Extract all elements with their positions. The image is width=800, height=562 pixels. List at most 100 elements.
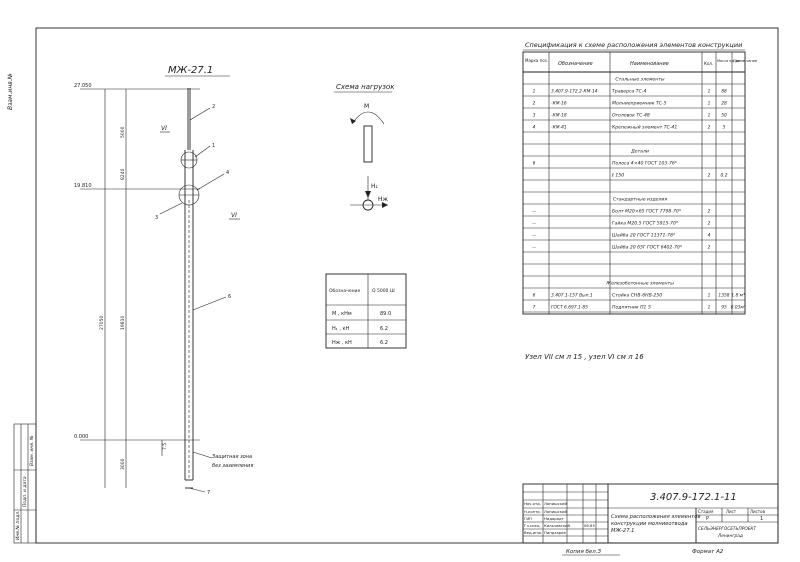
svg-text:3000: 3000 — [120, 458, 126, 470]
sheet-frame — [35, 27, 779, 544]
spec-cell-pos: — — [532, 246, 537, 251]
side-label: Взам.инв.№ — [7, 73, 14, 110]
svg-text:1: 1 — [212, 143, 215, 149]
svg-text:Hж , кН: Hж , кН — [332, 340, 352, 346]
spec-cell-name: Гайка М20.5 ГОСТ 5915-70* — [612, 221, 679, 227]
svg-text:Р: Р — [706, 516, 709, 522]
svg-text:1: 1 — [760, 516, 763, 522]
node-mark-top: VI — [161, 125, 167, 132]
svg-text:Hж: Hж — [378, 196, 389, 203]
spec-cell-name: Полоса 4×40 ГОСТ 103-76* — [612, 161, 678, 167]
spec-cell-name: ℓ 150 — [611, 173, 624, 179]
load-table: Обозначение Q 5000 Ш M , кНм 89.0 H₁ , к… — [325, 273, 407, 349]
svg-text:6: 6 — [228, 294, 231, 300]
title-block: 3.407.9-172.1-11 Схема расположения элем… — [522, 483, 779, 544]
svg-text:Приме-чание: Приме-чание — [733, 59, 757, 63]
spec-cell-pos: — — [532, 222, 537, 227]
spec-cell-code: 3.407.1-157 Вып.1 — [551, 293, 593, 299]
svg-text:Гл.спец.: Гл.спец. — [524, 523, 541, 528]
svg-text:Q 5000 Ш: Q 5000 Ш — [372, 288, 395, 294]
zone-note-1: Защитная зона — [212, 454, 252, 460]
svg-text:Нач.отд.: Нач.отд. — [524, 501, 541, 506]
spec-cell-name: Подпятник П1 5 — [612, 305, 651, 311]
load-scheme: Схема нагрузок M H₁ Hж — [334, 83, 395, 211]
svg-text:M: M — [364, 103, 369, 110]
svg-text:Обозначение: Обозначение — [558, 61, 593, 67]
bottom-format: Формат А2 — [692, 549, 724, 555]
spec-cell-name: Стойка СНВ-6НВ-250 — [612, 293, 662, 299]
svg-text:Подп. и дата: Подп. и дата — [22, 476, 28, 507]
spec-cell-qty: 1 — [708, 305, 711, 311]
level-top: 27.050 — [74, 83, 92, 89]
svg-text:Стадия: Стадия — [698, 509, 714, 514]
svg-text:Листов: Листов — [750, 509, 766, 514]
spec-cell-pos: — — [532, 210, 537, 215]
spec-cell-name: Стальные элементы — [615, 77, 665, 83]
spec-cell-name: Оголовок ТС-48 — [612, 113, 650, 119]
svg-text:2: 2 — [212, 104, 215, 110]
node-note: Узел VII см л 15 , узел VI см л 16 — [525, 353, 644, 361]
spec-cell-name: Траверса ТС-4 — [612, 89, 646, 95]
svg-text:Наименование: Наименование — [630, 61, 669, 67]
spec-cell-qty: 2 — [708, 173, 711, 179]
spec-cell-qty: 2 — [708, 221, 711, 227]
spec-cell-qty: 1 — [708, 113, 711, 119]
spec-cell-pos: — — [532, 234, 537, 239]
svg-text:19810: 19810 — [120, 316, 126, 330]
svg-text:4: 4 — [226, 170, 229, 176]
spec-cell-pos: 4 — [533, 125, 536, 131]
spec-cell-qty: 4 — [708, 233, 711, 239]
spec-cell-note: 1.8 м³ — [731, 293, 745, 299]
spec-cell-mass: 0.2 — [721, 173, 728, 179]
spec-cell-mass: 5 — [723, 125, 726, 131]
stamp-left: Инв.№ подл. Подп. и дата Взам. инв. № — [13, 423, 37, 544]
spec-cell-name: Шайба 20 ГОСТ 11371-78* — [612, 233, 676, 239]
svg-text:89.0: 89.0 — [380, 311, 391, 317]
load-scheme-title: Схема нагрузок — [336, 83, 395, 91]
spec-title: Спецификация к схеме расположения элемен… — [525, 41, 742, 49]
svg-text:Кол.: Кол. — [704, 61, 713, 66]
spec-cell-code: ГОСТ 6.697.1-85 — [551, 305, 588, 311]
svg-text:Пиндзаров: Пиндзаров — [544, 530, 567, 535]
svg-text:5000: 5000 — [120, 126, 126, 138]
spec-cell-pos: 3 — [533, 113, 536, 119]
svg-text:Нидарадт: Нидарадт — [544, 516, 565, 521]
zone-note-2: без заземления — [212, 463, 253, 469]
spec-cell-qty: 2 — [708, 209, 711, 215]
spec-cell-name: Шайба 20 65Г ГОСТ 6402-70* — [612, 245, 683, 251]
svg-text:3: 3 — [155, 215, 158, 221]
spec-cell-mass: 1358 — [718, 293, 729, 299]
svg-text:Кильчевский: Кильчевский — [544, 523, 570, 528]
spec-cell-pos: 1 — [533, 89, 536, 95]
svg-text:6.2: 6.2 — [380, 340, 388, 346]
spec-cell-code: 3.407.9-172.2-КМ-14 — [551, 89, 598, 95]
svg-text:Лапишский: Лапишский — [544, 509, 567, 514]
spec-cell-qty: 1 — [708, 293, 711, 299]
svg-text:Масса ед.,кг: Масса ед.,кг — [717, 59, 740, 63]
node-mark-side: VI — [231, 212, 237, 219]
svg-text:6.2: 6.2 — [380, 326, 388, 332]
svg-text:Марка поз.: Марка поз. — [525, 58, 548, 63]
svg-text:27050: 27050 — [99, 316, 105, 330]
spec-cell-name: Крепежный элемент ТС-41 — [612, 125, 677, 131]
svg-text:H₁ , кН: H₁ , кН — [332, 326, 350, 332]
mast-title: МЖ-27.1 — [168, 65, 213, 76]
svg-text:8240: 8240 — [120, 168, 126, 180]
level-ground: 0.000 — [74, 434, 88, 440]
spec-cell-name: Детали — [630, 149, 649, 155]
svg-text:7.5: 7.5 — [162, 443, 168, 450]
spec-cell-pos: 2 — [533, 101, 536, 107]
spec-cell-qty: 2 — [708, 245, 711, 251]
svg-text:06.85: 06.85 — [584, 523, 595, 528]
spec-cell-mass: 88 — [721, 89, 727, 95]
spec-cell-note: 0.03м³ — [731, 305, 746, 311]
spec-cell-qty: 2 — [708, 125, 711, 131]
spec-cell-name: Стандартные изделия — [613, 197, 668, 203]
spec-rows: Стальные элементы 1 3.407.9-172.2-КМ-14 Тра… — [523, 77, 746, 313]
spec-cell-qty: 1 — [708, 101, 711, 107]
spec-cell-pos: 6 — [533, 293, 536, 299]
svg-text:H₁: H₁ — [371, 183, 379, 190]
spec-cell-pos: 6 — [533, 161, 536, 167]
spec-cell-name: Молниеприемник ТС-5 — [612, 101, 667, 107]
